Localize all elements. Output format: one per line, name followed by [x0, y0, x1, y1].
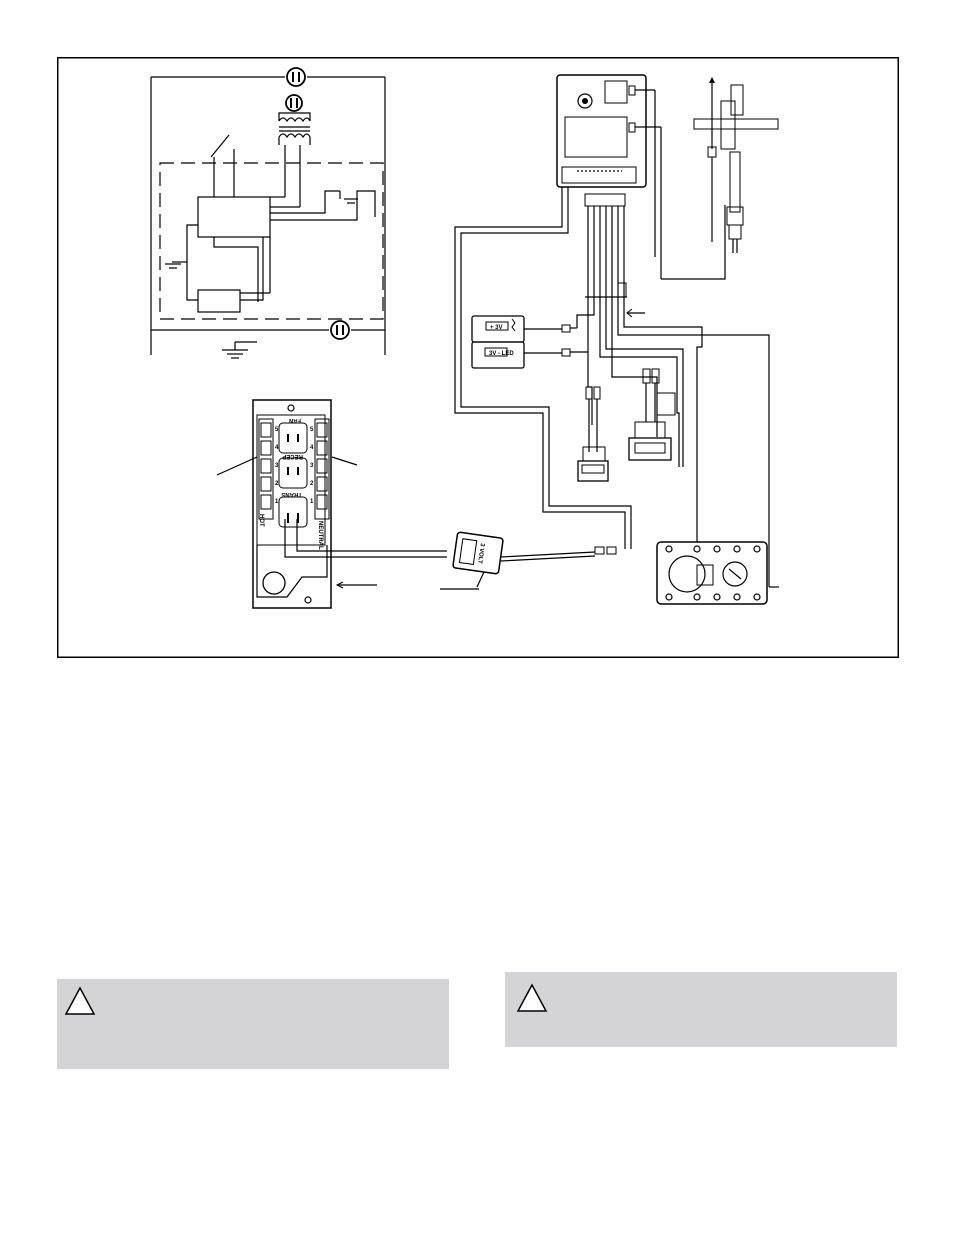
- warning-triangle-icon: [64, 986, 96, 1016]
- transformer-module-label: 3 VOLT: [476, 543, 485, 565]
- wire-harness: [454, 187, 770, 587]
- diagram-border: [57, 57, 899, 658]
- dashed-enclosure: [159, 162, 384, 320]
- warning-triangle-icon: [516, 983, 548, 1013]
- pilot-assembly: [635, 77, 779, 280]
- terminal-number-right: 1: [310, 499, 314, 505]
- warning-box-left: [57, 979, 449, 1069]
- ignition-module: [556, 74, 647, 188]
- terminal-number-left: 3: [275, 463, 279, 469]
- battery-pack: + 3V 3V - LED: [471, 315, 588, 369]
- terminal-number-left: 2: [275, 481, 279, 487]
- terminal-number-right: 4: [310, 445, 314, 451]
- transformer-module: [440, 531, 617, 590]
- terminal-strip-right: [314, 418, 330, 520]
- terminal-number-right: 5: [310, 427, 314, 433]
- outlet-symbol-top: [286, 67, 306, 87]
- terminal-strip-left: [258, 418, 274, 520]
- wiring-diagram: HOT NEUTRAL FAN RECEP TRANS: [57, 57, 899, 658]
- battery-label-top: + 3V: [490, 325, 503, 331]
- label-neutral: NEUTRAL: [317, 521, 323, 550]
- label-fan: FAN: [289, 417, 301, 423]
- label-hot: HOT: [258, 514, 264, 527]
- transformer-symbol: [278, 94, 311, 145]
- terminal-number-right: 3: [310, 463, 314, 469]
- terminal-number-left: 1: [275, 499, 279, 505]
- label-recep: RECEP: [282, 453, 303, 459]
- rocker-switch-right: [628, 368, 676, 461]
- receptacle-board: HOT NEUTRAL FAN RECEP TRANS: [216, 399, 377, 609]
- battery-label-bottom: 3V - LED: [489, 351, 514, 357]
- terminal-number-left: 5: [275, 427, 279, 433]
- warning-box-right: [505, 972, 897, 1047]
- schematic-block: [150, 67, 386, 359]
- label-trans: TRANS: [281, 491, 302, 497]
- lower-box: [197, 289, 241, 313]
- outlet-symbol-bottom: [330, 320, 350, 340]
- control-box: [197, 196, 271, 238]
- terminal-number-right: 2: [310, 481, 314, 487]
- rocker-switch-left: [577, 386, 609, 482]
- terminal-number-left: 4: [275, 445, 279, 451]
- gas-valve: [656, 541, 779, 605]
